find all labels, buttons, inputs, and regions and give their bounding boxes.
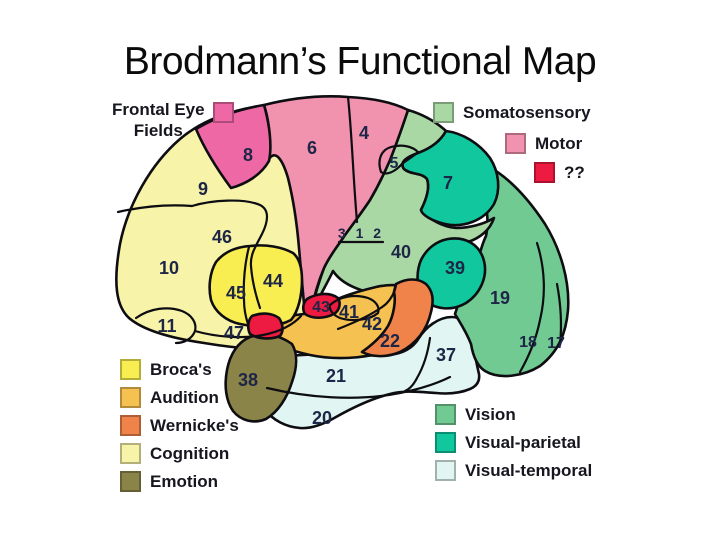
label-area39: 39 bbox=[445, 258, 465, 278]
label-areas312: 3 1 2 bbox=[338, 225, 384, 241]
slide-title: Brodmann’s Functional Map bbox=[123, 40, 597, 83]
label-area37: 37 bbox=[436, 345, 456, 365]
label-area19: 19 bbox=[490, 288, 510, 308]
legend-cognition: Cognition bbox=[120, 443, 229, 464]
label-area47: 47 bbox=[224, 323, 244, 343]
legend-motor: Motor bbox=[505, 133, 582, 154]
legend-vision: Vision bbox=[435, 404, 516, 425]
line-21-37-border bbox=[403, 336, 432, 393]
region-area7 bbox=[401, 129, 500, 227]
region-area39 bbox=[416, 237, 487, 310]
legend-emotion: Emotion bbox=[120, 471, 218, 492]
line-21-20-border bbox=[265, 375, 452, 399]
line-area47 bbox=[193, 314, 303, 339]
audition-swatch bbox=[120, 387, 141, 408]
label-area17: 17 bbox=[547, 335, 565, 352]
legend-unknown: ?? bbox=[534, 162, 585, 183]
region-area8 bbox=[194, 103, 272, 190]
label-area20: 20 bbox=[312, 408, 332, 428]
somatosensory-swatch bbox=[433, 102, 454, 123]
line-area11 bbox=[134, 307, 197, 345]
line-18-19-border bbox=[518, 241, 545, 374]
line-area5-pocket bbox=[378, 144, 420, 175]
label-area45: 45 bbox=[226, 283, 246, 303]
cognition-swatch bbox=[120, 443, 141, 464]
line-44-45-border bbox=[242, 245, 251, 326]
label-area21: 21 bbox=[326, 366, 346, 386]
label-area7: 7 bbox=[443, 173, 453, 193]
visual-parietal-swatch bbox=[435, 432, 456, 453]
legend-visual-temporal: Visual-temporal bbox=[435, 460, 592, 481]
label-area38: 38 bbox=[238, 370, 258, 390]
label-area10: 10 bbox=[159, 258, 179, 278]
line-area46 bbox=[190, 199, 269, 310]
label-area44: 44 bbox=[263, 271, 283, 291]
label-area42: 42 bbox=[362, 314, 382, 334]
line-41-lens bbox=[328, 294, 380, 322]
legend-frontal-eye-fields: Frontal Eye Fields bbox=[112, 99, 234, 141]
line-42-lens bbox=[336, 283, 398, 331]
vision-swatch bbox=[435, 404, 456, 425]
label-area9: 9 bbox=[198, 179, 208, 199]
region-motor bbox=[262, 95, 410, 317]
label-area5: 5 bbox=[390, 155, 399, 172]
label-area11: 11 bbox=[157, 316, 176, 336]
label-area46: 46 bbox=[212, 227, 232, 247]
label-area40: 40 bbox=[391, 242, 411, 262]
label-area18: 18 bbox=[519, 334, 537, 351]
label-area41: 41 bbox=[339, 302, 359, 322]
label-area8: 8 bbox=[243, 145, 253, 165]
legend-visual-parietal: Visual-parietal bbox=[435, 432, 581, 453]
unknown-swatch bbox=[534, 162, 555, 183]
legend-brocas: Broca's bbox=[120, 359, 212, 380]
frontal-eye-fields-swatch bbox=[212, 102, 234, 123]
label-area22: 22 bbox=[380, 331, 400, 351]
emotion-swatch bbox=[120, 471, 141, 492]
label-area43: 43 bbox=[312, 299, 330, 316]
label-area6: 6 bbox=[307, 138, 317, 158]
motor-swatch bbox=[505, 133, 526, 154]
brocas-swatch bbox=[120, 359, 141, 380]
region-area22 bbox=[360, 278, 434, 358]
label-area4: 4 bbox=[359, 123, 369, 143]
legend-audition: Audition bbox=[120, 387, 219, 408]
legend-frontal-eye-fields-label: Frontal Eye Fields bbox=[112, 100, 205, 140]
line-6-4-border bbox=[346, 95, 359, 224]
line-9-border bbox=[116, 204, 194, 214]
legend-wernickes: Wernicke's bbox=[120, 415, 239, 436]
visual-temporal-swatch bbox=[435, 460, 456, 481]
line-17-18-border bbox=[555, 282, 563, 347]
legend-somatosensory: Somatosensory bbox=[433, 102, 591, 123]
wernickes-swatch bbox=[120, 415, 141, 436]
